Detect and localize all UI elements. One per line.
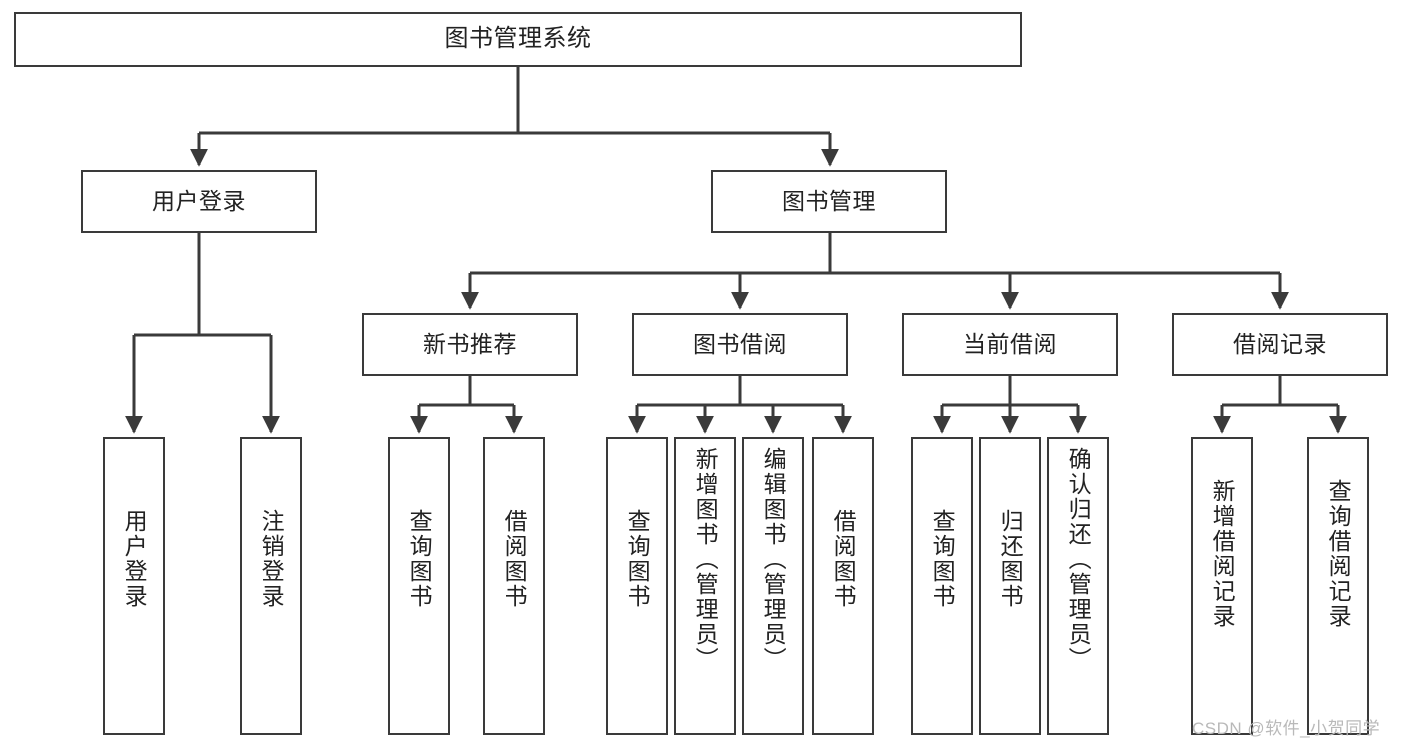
node-new-book-recommend-label: 新书推荐 bbox=[423, 330, 517, 357]
node-leaf-query-book-3-label: 查询图书 bbox=[929, 509, 956, 609]
node-borrow-record-label: 借阅记录 bbox=[1233, 330, 1327, 357]
node-leaf-add-borrow-record-label: 新增借阅记录 bbox=[1209, 479, 1236, 629]
node-new-book-recommend[interactable]: 新书推荐 bbox=[362, 313, 578, 376]
node-borrow-record[interactable]: 借阅记录 bbox=[1172, 313, 1388, 376]
node-leaf-user-login[interactable]: 用户登录 bbox=[103, 437, 165, 735]
node-leaf-add-book-admin[interactable]: 新增图书（管理员） bbox=[674, 437, 736, 735]
node-leaf-return-book[interactable]: 归还图书 bbox=[979, 437, 1041, 735]
node-leaf-return-book-label: 归还图书 bbox=[997, 509, 1024, 609]
node-leaf-query-borrow-record[interactable]: 查询借阅记录 bbox=[1307, 437, 1369, 735]
node-book-manage-label: 图书管理 bbox=[782, 187, 876, 214]
node-leaf-logout-login-label: 注销登录 bbox=[258, 509, 285, 609]
node-leaf-query-book-3[interactable]: 查询图书 bbox=[911, 437, 973, 735]
node-current-borrow-label: 当前借阅 bbox=[963, 330, 1057, 357]
node-user-login-label: 用户登录 bbox=[152, 187, 246, 214]
node-root-label: 图书管理系统 bbox=[444, 25, 592, 53]
node-leaf-borrow-book-1[interactable]: 借阅图书 bbox=[483, 437, 545, 735]
node-leaf-query-book-2-label: 查询图书 bbox=[624, 509, 651, 609]
node-book-manage[interactable]: 图书管理 bbox=[711, 170, 947, 233]
node-leaf-logout-login[interactable]: 注销登录 bbox=[240, 437, 302, 735]
node-leaf-query-borrow-record-label: 查询借阅记录 bbox=[1325, 479, 1352, 629]
node-root[interactable]: 图书管理系统 bbox=[14, 12, 1022, 67]
node-leaf-confirm-return-admin-label: 确认归还（管理员） bbox=[1065, 447, 1092, 672]
node-leaf-borrow-book-2-label: 借阅图书 bbox=[830, 509, 857, 609]
node-user-login[interactable]: 用户登录 bbox=[81, 170, 317, 233]
node-book-borrow[interactable]: 图书借阅 bbox=[632, 313, 848, 376]
node-leaf-query-book-1-label: 查询图书 bbox=[406, 509, 433, 609]
node-leaf-query-book-1[interactable]: 查询图书 bbox=[388, 437, 450, 735]
node-leaf-query-book-2[interactable]: 查询图书 bbox=[606, 437, 668, 735]
node-leaf-add-book-admin-label: 新增图书（管理员） bbox=[692, 447, 719, 672]
node-leaf-edit-book-admin-label: 编辑图书（管理员） bbox=[760, 447, 787, 672]
node-book-borrow-label: 图书借阅 bbox=[693, 330, 787, 357]
node-leaf-edit-book-admin[interactable]: 编辑图书（管理员） bbox=[742, 437, 804, 735]
csdn-watermark: CSDN @软件_小贺同学 bbox=[1192, 719, 1381, 738]
node-current-borrow[interactable]: 当前借阅 bbox=[902, 313, 1118, 376]
node-leaf-borrow-book-2[interactable]: 借阅图书 bbox=[812, 437, 874, 735]
node-leaf-confirm-return-admin[interactable]: 确认归还（管理员） bbox=[1047, 437, 1109, 735]
node-leaf-user-login-label: 用户登录 bbox=[121, 509, 148, 609]
node-leaf-add-borrow-record[interactable]: 新增借阅记录 bbox=[1191, 437, 1253, 735]
node-leaf-borrow-book-1-label: 借阅图书 bbox=[501, 509, 528, 609]
